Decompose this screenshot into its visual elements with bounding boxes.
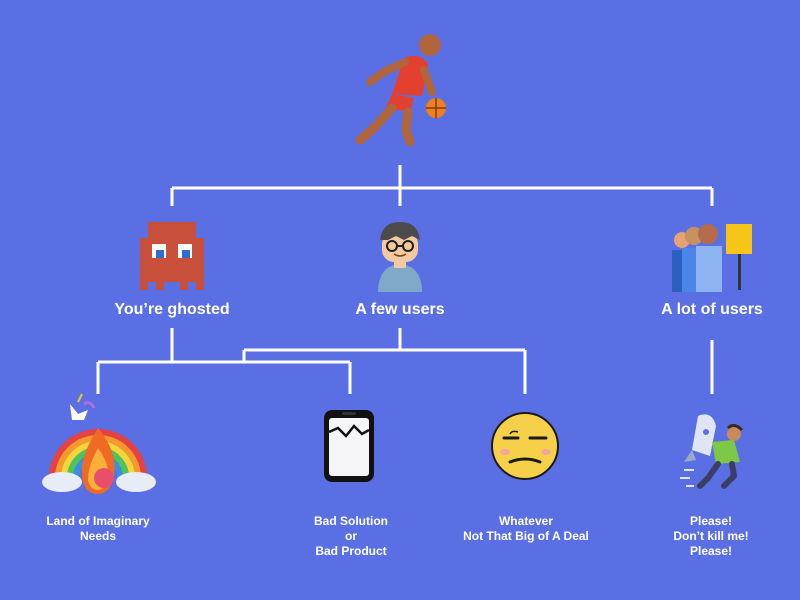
connectors [96, 165, 714, 394]
leaf-label-line: Bad Product [315, 544, 387, 558]
leaf-label-line: Don’t kill me! [673, 529, 749, 543]
ghost-icon [140, 222, 204, 290]
leaf-label-whatever: Whatever Not That Big of A Deal [463, 514, 589, 544]
broken-phone-icon [324, 410, 374, 482]
unamused-face-icon [491, 412, 559, 480]
branch-label-few-users: A few users [355, 301, 445, 318]
leaf-label-imaginary-needs: Land of Imaginary Needs [46, 514, 149, 544]
leaf-label-line: Whatever [498, 514, 554, 528]
leaf-label-please: Please! Don’t kill me! Please! [673, 514, 748, 559]
nerd-user-icon [378, 222, 422, 292]
branch-label-lot-users: A lot of users [661, 301, 763, 318]
fleeing-person-rocket-icon [680, 414, 744, 489]
leaf-label-line: Not That Big of A Deal [463, 529, 589, 543]
leaf-label-line: Land of Imaginary [46, 514, 150, 528]
crowd-icon [672, 224, 752, 292]
leaf-label-line: Bad Solution [314, 514, 388, 528]
branch-label-ghosted: You’re ghosted [114, 301, 230, 318]
rainbow-fire-unicorn-icon [42, 393, 156, 494]
leaf-label-line: Needs [79, 529, 117, 543]
basketball-player-icon [355, 34, 446, 147]
leaf-label-line: or [345, 529, 357, 543]
leaf-label-line: Please! [689, 544, 733, 558]
leaf-label-line: Please! [689, 514, 733, 528]
leaf-label-bad-solution: Bad Solution or Bad Product [314, 514, 388, 559]
